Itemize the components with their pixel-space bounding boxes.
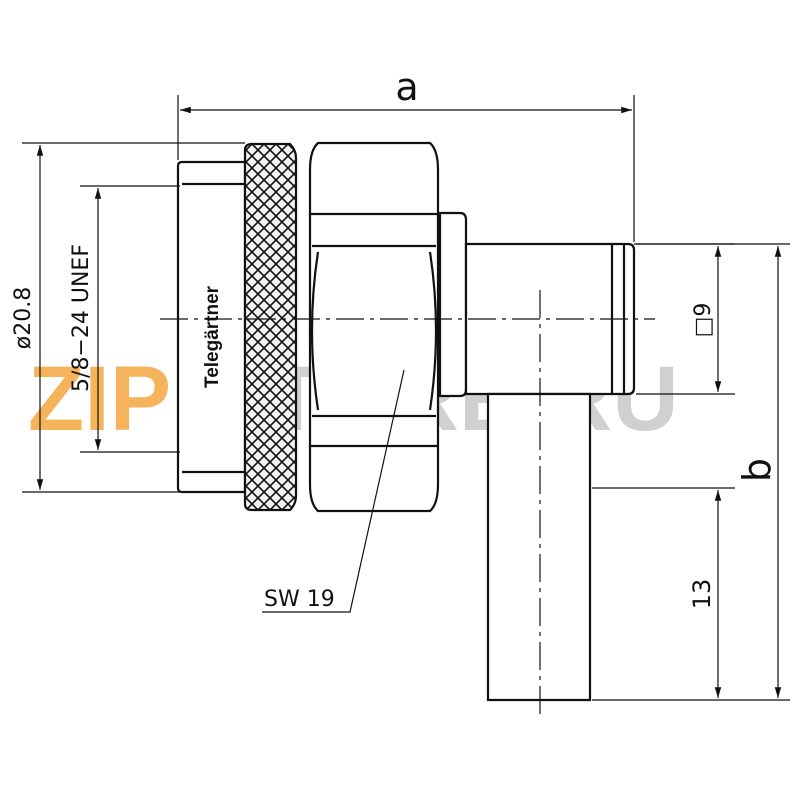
- brand-label: Telegärtner: [202, 285, 223, 388]
- collar: [438, 211, 468, 398]
- center-lines: [160, 290, 655, 715]
- dim-wrench: SW 19: [264, 587, 335, 612]
- knurled-ring: [243, 142, 298, 512]
- dim-thread: 5/8−24 UNEF: [69, 244, 94, 392]
- dim-diameter: ø20.8: [11, 287, 36, 349]
- watermark-zip: ZIP: [28, 348, 171, 450]
- connector-body: [176, 141, 636, 702]
- hex-nut: [308, 141, 440, 513]
- cable-tube: [486, 392, 592, 702]
- dim-b: b: [735, 458, 779, 482]
- dim-a: a: [395, 65, 418, 109]
- dim-square: □9: [691, 303, 716, 338]
- dimension-lines: [22, 95, 790, 701]
- coupling-body: [176, 160, 247, 494]
- dim-13: 13: [688, 579, 716, 610]
